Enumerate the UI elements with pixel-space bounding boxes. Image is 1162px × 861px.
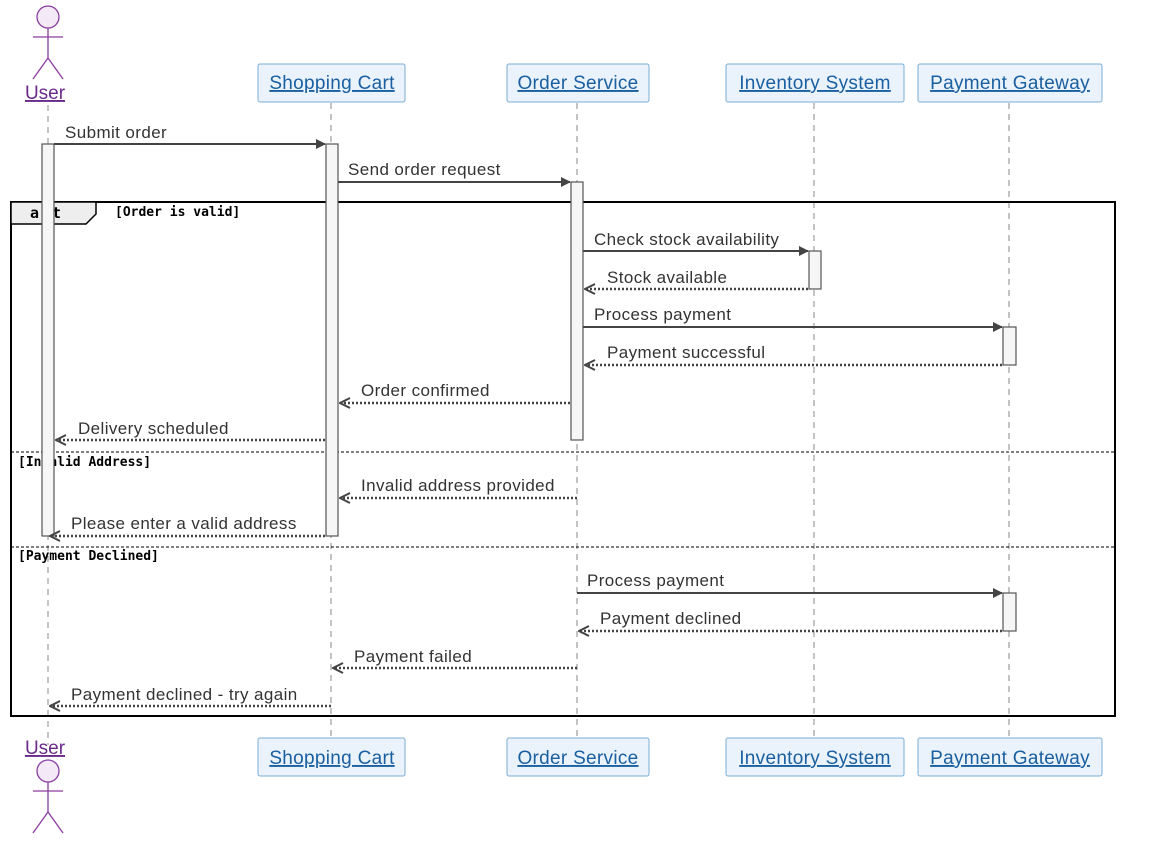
message-label: Payment declined (600, 609, 742, 628)
actor-user-bottom: User (25, 738, 66, 834)
message-label: Order confirmed (361, 381, 490, 400)
participant-order-service-bottom: Order Service (506, 737, 650, 777)
message-label: Send order request (348, 160, 501, 179)
message-label: Submit order (65, 123, 167, 142)
alt-fragment: alt [Order is valid] [Invalid Address] [… (10, 201, 1116, 717)
message-label: Check stock availability (594, 230, 779, 249)
activation-shopping-cart (325, 143, 339, 537)
participant-inventory-system-bottom: Inventory System (725, 737, 905, 777)
participant-label: Shopping Cart (269, 748, 395, 769)
participant-payment-gateway-top: Payment Gateway (917, 63, 1103, 103)
guard-payment-declined: [Payment Declined] (18, 549, 159, 564)
message-label: Payment declined - try again (71, 685, 298, 704)
message-label: Payment failed (354, 647, 472, 666)
message-label: Process payment (587, 571, 724, 590)
activation-user (41, 143, 55, 537)
message-label: Delivery scheduled (78, 419, 229, 438)
actor-label: User (25, 83, 66, 104)
message-label: Payment successful (607, 343, 765, 362)
participant-inventory-system-top: Inventory System (725, 63, 905, 103)
participant-label: Payment Gateway (930, 748, 1090, 769)
stick-figure-icon (32, 759, 64, 834)
participant-label: Payment Gateway (930, 73, 1090, 94)
participant-label: Shopping Cart (269, 73, 395, 94)
fragment-frame (10, 201, 1116, 717)
message-label: Please enter a valid address (71, 514, 297, 533)
activation-bars (41, 143, 1017, 632)
participant-payment-gateway-bottom: Payment Gateway (917, 737, 1103, 777)
activation-order-service (570, 181, 584, 441)
stick-figure-icon (32, 5, 64, 80)
participant-label: Inventory System (739, 73, 891, 94)
activation-payment-gateway-2 (1002, 592, 1017, 632)
guard-order-valid: [Order is valid] (115, 205, 240, 220)
participant-order-service-top: Order Service (506, 63, 650, 103)
actor-label: User (25, 738, 66, 759)
messages: Submit order Send order request Check st… (50, 123, 1003, 706)
participant-label: Order Service (517, 748, 638, 769)
guard-invalid-address: [Invalid Address] (18, 455, 151, 470)
activation-payment-gateway-1 (1002, 326, 1017, 366)
activation-inventory-system (808, 250, 822, 290)
participant-shopping-cart-bottom: Shopping Cart (257, 737, 406, 777)
actor-user-top: User (25, 5, 66, 104)
participant-shopping-cart-top: Shopping Cart (257, 63, 406, 103)
message-label: Process payment (594, 305, 731, 324)
participant-label: Inventory System (739, 748, 891, 769)
message-label: Stock available (607, 268, 727, 287)
message-label: Invalid address provided (361, 476, 555, 495)
participant-label: Order Service (517, 73, 638, 94)
